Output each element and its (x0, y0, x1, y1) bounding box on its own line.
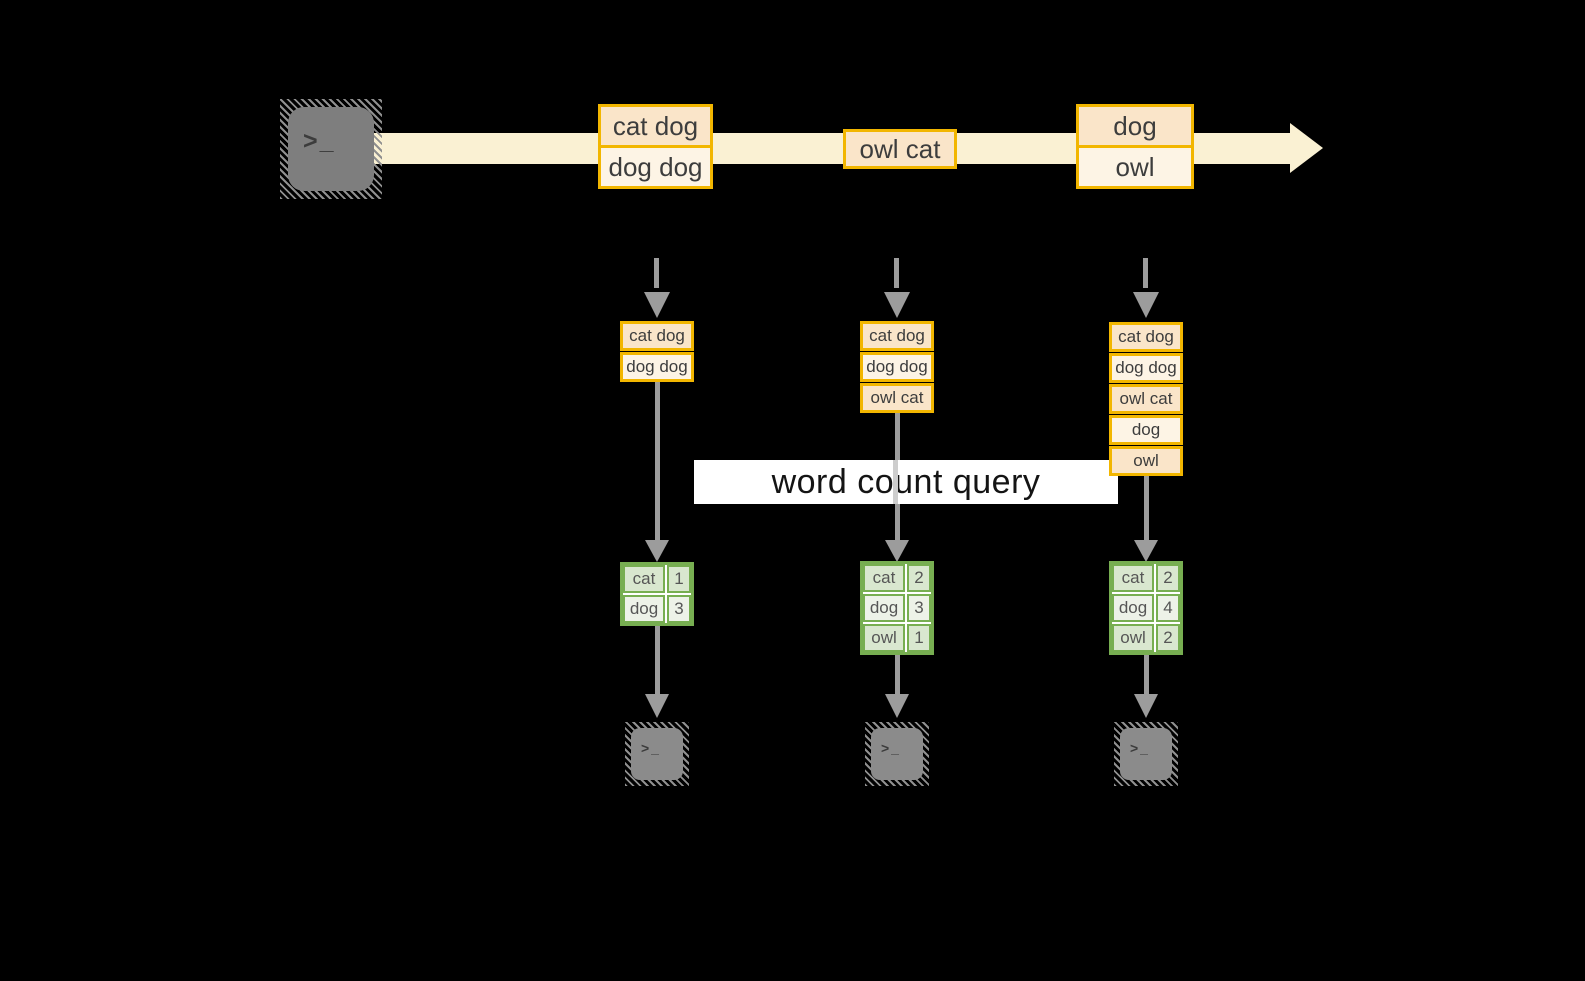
arrowhead-icon (885, 694, 909, 718)
terminal-prompt-icon: >_ (641, 740, 661, 756)
dashed-arrowhead-icon (884, 292, 910, 318)
buffered-word-pair: owl cat (1109, 384, 1183, 414)
word-cell: cat (623, 565, 665, 593)
terminal-screen: >_ (288, 107, 374, 191)
dashed-arrow (654, 258, 659, 288)
count-cell: 2 (1156, 564, 1180, 592)
count-cell: 3 (667, 595, 691, 623)
count-cell: 2 (907, 564, 931, 592)
word-cell: dog (623, 595, 665, 623)
arrowhead-icon (645, 540, 669, 562)
stream-word-pair: dog dog (601, 145, 710, 186)
output-terminal-icon: >_ (865, 722, 929, 786)
buffered-word-pair: dog dog (860, 352, 934, 382)
count-cell: 2 (1156, 624, 1180, 652)
stream-word-pair: cat dog (601, 107, 710, 145)
word-cell: owl (1112, 624, 1154, 652)
buffered-word-pair: cat dog (620, 321, 694, 351)
arrowhead-icon (1134, 540, 1158, 562)
word-cell: cat (1112, 564, 1154, 592)
count-cell: 1 (667, 565, 691, 593)
buffered-word-pair: owl cat (860, 383, 934, 413)
dashed-arrow (894, 258, 899, 288)
buffered-word-pair: cat dog (860, 321, 934, 351)
buffered-word-pair: owl (1109, 446, 1183, 476)
output-terminal-icon: >_ (1114, 722, 1178, 786)
buffered-word-pair: dog (1109, 415, 1183, 445)
word-cell: owl (863, 624, 905, 652)
dashed-arrowhead-icon (644, 292, 670, 318)
terminal-prompt-icon: >_ (1130, 740, 1150, 756)
query-arrow (655, 381, 660, 540)
output-arrow (895, 655, 900, 694)
buffered-word-pair: cat dog (1109, 322, 1183, 352)
stream-word-pair: owl cat (846, 132, 954, 166)
output-arrow (655, 626, 660, 694)
stream-word-pair: owl (1079, 145, 1191, 186)
terminal-screen: >_ (871, 728, 923, 780)
arrowhead-icon (645, 694, 669, 718)
terminal-prompt-icon: >_ (881, 740, 901, 756)
query-banner: word count query (694, 460, 1118, 504)
word-cell: dog (1112, 594, 1154, 622)
word-cell: cat (863, 564, 905, 592)
buffered-word-pair: dog dog (1109, 353, 1183, 383)
stream-word-pair: dog (1079, 107, 1191, 145)
stream-arrowhead-icon (1290, 123, 1323, 173)
word-cell: dog (863, 594, 905, 622)
arrowhead-icon (885, 540, 909, 562)
arrowhead-icon (1134, 694, 1158, 718)
terminal-prompt-icon: >_ (303, 127, 336, 155)
count-cell: 4 (1156, 594, 1180, 622)
output-terminal-icon: >_ (625, 722, 689, 786)
stream-batch-2: owl cat (843, 129, 957, 169)
arrow-through-banner (893, 460, 898, 504)
output-arrow (1144, 655, 1149, 694)
source-terminal-icon: >_ (280, 99, 382, 199)
count-cell: 3 (907, 594, 931, 622)
terminal-screen: >_ (1120, 728, 1172, 780)
count-cell: 1 (907, 624, 931, 652)
query-banner-label: word count query (771, 462, 1041, 501)
query-arrow (1144, 476, 1149, 540)
terminal-screen: >_ (631, 728, 683, 780)
buffered-word-pair: dog dog (620, 352, 694, 382)
dashed-arrow (1143, 258, 1148, 288)
dashed-arrowhead-icon (1133, 292, 1159, 318)
